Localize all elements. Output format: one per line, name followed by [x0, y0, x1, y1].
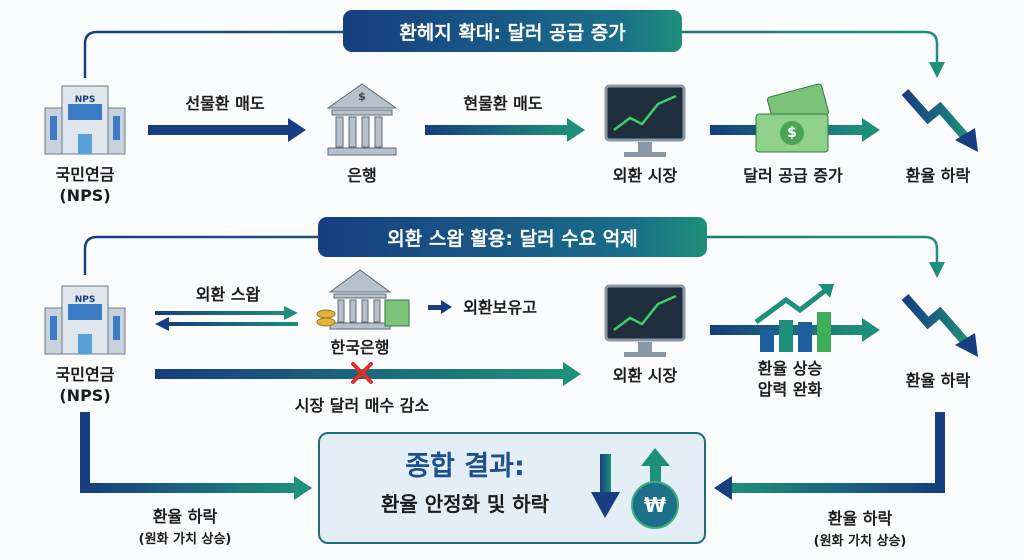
forward-sell-arrow	[148, 118, 306, 142]
result-title: 종합 결과:	[405, 451, 525, 482]
won-value-text: (원화 가치 상승)	[138, 532, 232, 547]
result-subtitle: 환율 안정화 및 하락	[380, 492, 550, 516]
pressure-line2: 압력 완화	[757, 380, 823, 399]
swap-label: 외환 스왑	[195, 285, 261, 304]
pressure-arrow	[710, 318, 880, 342]
nps-abbr: (NPS)	[59, 186, 111, 205]
middle-loop-line	[83, 235, 939, 275]
nps-name: 국민연금	[55, 165, 115, 184]
bank-icon	[326, 83, 398, 156]
spot-sell-label: 현물환 매도	[463, 94, 543, 113]
bottom-left-label: 환율 하락 (원화 가치 상승)	[139, 506, 232, 549]
won-value-text: (원화 가치 상승)	[813, 534, 907, 549]
banner-hedge: 환헤지 확대: 달러 공급 증가	[343, 10, 682, 52]
won-symbol: ₩	[643, 493, 667, 517]
bottom-right-arrow	[714, 412, 945, 500]
rate-down-label: 환율 하락	[905, 371, 971, 390]
blocked-label: 시장 달러 매수 감소	[294, 396, 430, 415]
swap-left-arrow	[155, 317, 298, 331]
bottom-left-arrow	[80, 412, 312, 500]
rising-bars-icon	[754, 284, 834, 352]
dollar-sign-icon: $	[358, 90, 366, 103]
arrowhead	[929, 262, 945, 278]
rate-down-text: 환율 하락	[827, 509, 893, 528]
down-arrow-icon	[591, 454, 620, 518]
top-loop-line	[83, 30, 939, 78]
nps-building-icon	[44, 285, 126, 355]
nps-sign: NPS	[74, 295, 96, 305]
forward-sell-label: 선물환 매도	[185, 94, 265, 113]
arrowhead	[929, 62, 945, 78]
pressure-line1: 환율 상승	[757, 359, 823, 378]
nps-sign: NPS	[74, 95, 96, 105]
nps-label: 국민연금 (NPS)	[56, 364, 115, 406]
reserves-label: 외환보유고	[463, 298, 537, 317]
nps-abbr: (NPS)	[59, 386, 111, 405]
monitor-chart-icon	[604, 84, 686, 157]
blocked-x-icon	[351, 362, 373, 384]
nps-name: 국민연금	[55, 365, 115, 384]
bottom-right-label: 환율 하락 (원화 가치 상승)	[814, 508, 907, 551]
bok-label: 한국은행	[330, 338, 390, 357]
rate-down-icon	[901, 89, 978, 152]
rate-down-label: 환율 하락	[905, 166, 971, 185]
reserves-arrow	[428, 300, 452, 314]
won-coin-icon	[631, 481, 679, 529]
dollar-bills-icon	[755, 83, 830, 153]
swap-right-arrow	[155, 306, 298, 320]
monitor-chart-icon	[604, 284, 686, 357]
dollar-sign-icon: $	[787, 125, 797, 141]
dollar-supply-label: 달러 공급 증가	[743, 166, 843, 185]
rate-down-icon	[901, 294, 978, 357]
spot-sell-arrow	[425, 118, 585, 142]
banner-swap: 외환 스왑 활용: 달러 수요 억제	[318, 217, 707, 257]
nps-building-icon	[44, 85, 126, 155]
nps-label: 국민연금 (NPS)	[56, 164, 115, 206]
rate-down-text: 환율 하락	[152, 507, 218, 526]
fx-market-label: 외환 시장	[612, 166, 678, 185]
up-arrow-icon	[641, 448, 670, 484]
bank-of-korea-icon	[316, 269, 410, 330]
bank-label: 은행	[347, 166, 377, 185]
fx-market-label: 외환 시장	[612, 366, 678, 385]
